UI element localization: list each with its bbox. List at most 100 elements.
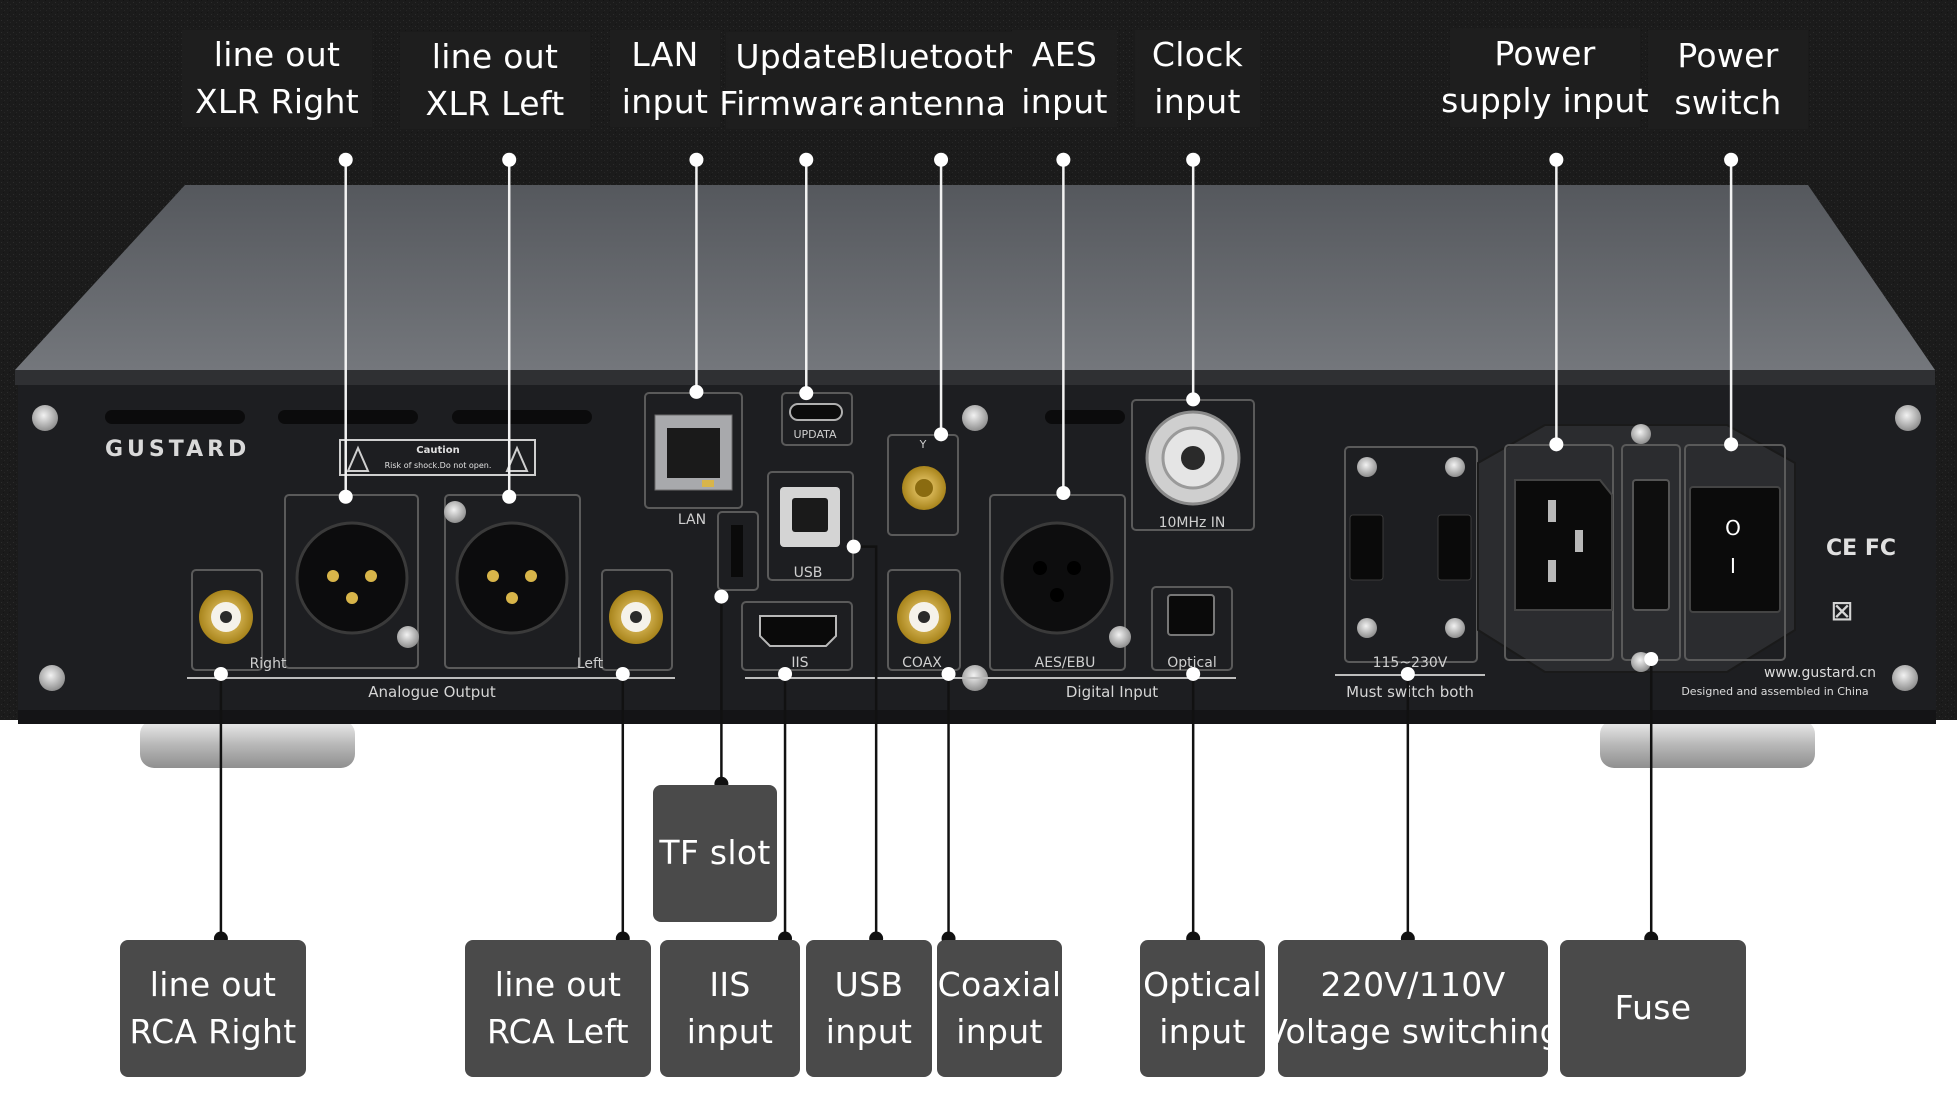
leader-lines (213, 152, 1739, 946)
caution-title: Caution (416, 445, 459, 456)
analogue-section-label: Analogue Output (368, 683, 496, 701)
power-module (1477, 424, 1796, 673)
tf-slot (717, 511, 759, 591)
vent-slots (105, 410, 1125, 424)
callout-rca-left-line1: line out (494, 964, 622, 1004)
foot-left (140, 720, 355, 768)
leader-power-input-start-dot (1549, 152, 1564, 167)
optical-port-label: Optical (1167, 655, 1216, 671)
callout-rca-right-line2: RCA Right (129, 1011, 297, 1051)
callout-xlr-left-line2: XLR Left (425, 83, 565, 123)
leader-tf-start-dot (714, 589, 729, 604)
callout-aes-line2: input (1021, 81, 1108, 121)
switch-on-mark: O (1725, 516, 1741, 540)
leader-lan-start-dot (689, 152, 704, 167)
antenna-port-label: Y (919, 438, 927, 451)
leader-xlr-right-end-dot (338, 489, 353, 504)
callout-lan-line1: LAN (631, 34, 699, 74)
lan-port-label: LAN (678, 512, 706, 528)
lan-port (644, 392, 743, 509)
callout-bluetooth-line1: Bluetooth (855, 36, 1019, 76)
callout-update-line1: Update (735, 36, 857, 76)
brand-logo: GUSTARD (105, 437, 250, 462)
aes-port-label: AES/EBU (1035, 655, 1096, 671)
callout-xlr-left: line out XLR Left (400, 32, 590, 129)
leader-power-switch-end-dot (1724, 437, 1739, 452)
leader-power-input-end-dot (1549, 437, 1564, 452)
switch-off-mark: I (1730, 554, 1736, 578)
iis-port-label: IIS (791, 655, 808, 671)
usb-port-label: USB (794, 565, 823, 581)
aes-port (989, 494, 1131, 671)
leader-rca-left-start-dot (615, 666, 630, 681)
digital-section-label: Digital Input (1066, 683, 1158, 701)
callout-power-switch-line1: Power (1677, 35, 1779, 75)
leader-update-end-dot (799, 386, 814, 401)
leader-bluetooth-end-dot (934, 427, 949, 442)
callout-rca-left-line2: RCA Left (487, 1011, 629, 1051)
callout-clock: Clock input (1135, 30, 1260, 127)
callout-power-switch: Power switch (1648, 30, 1808, 129)
callout-rca-right: line out RCA Right (120, 940, 306, 1077)
callout-power-switch-line2: switch (1674, 82, 1782, 122)
callout-usb: USB input (806, 940, 932, 1077)
callout-update-line2: Firmware (719, 83, 873, 123)
callout-fuse-line1: Fuse (1614, 988, 1692, 1028)
leader-clock-end-dot (1186, 392, 1201, 407)
usb-port (767, 471, 854, 581)
callout-clock-line2: input (1154, 81, 1241, 121)
callout-bluetooth-line2: antenna (867, 83, 1007, 123)
callout-coax-line1: Coaxial (937, 964, 1062, 1004)
callout-usb-line1: USB (834, 964, 904, 1004)
leader-usb (853, 545, 878, 939)
callout-rca-left: line out RCA Left (465, 940, 651, 1077)
rca-right-connector (191, 569, 263, 671)
coax-port-label: COAX (902, 655, 942, 671)
callout-lan: LAN input (610, 30, 720, 127)
leader-xlr-left-start-dot (502, 152, 517, 167)
callout-power-input-line1: Power (1494, 33, 1596, 73)
leader-iis-start-dot (778, 666, 793, 681)
leader-fuse-start-dot (1644, 651, 1659, 666)
callout-aes-line1: AES (1031, 34, 1098, 74)
leader-update-start-dot (799, 152, 814, 167)
left-port-label: Left (577, 656, 604, 672)
chassis-feet (140, 720, 1815, 768)
rear-panel-bottom (18, 710, 1936, 724)
coax-port (887, 569, 961, 671)
callout-voltage: 220V/110V Voltage switching (1265, 940, 1561, 1077)
callout-xlr-right-line2: XLR Right (194, 81, 359, 121)
leader-usb-start-dot (846, 539, 861, 554)
leader-xlr-right-start-dot (338, 152, 353, 167)
voltage-switch-block (1344, 446, 1478, 663)
foot-right (1600, 720, 1815, 768)
callout-aes: AES input (1012, 30, 1117, 127)
callout-coax-line2: input (956, 1011, 1043, 1051)
callout-optical-line2: input (1159, 1011, 1246, 1051)
callout-optical-line1: Optical (1143, 964, 1262, 1004)
callout-iis-line1: IIS (709, 964, 751, 1004)
leader-xlr-left-end-dot (502, 489, 517, 504)
callout-iis: IIS input (660, 940, 800, 1077)
callout-voltage-line1: 220V/110V (1320, 964, 1506, 1004)
caution-text: Risk of shock.Do not open. (385, 461, 492, 470)
leader-rca-right-start-dot (213, 666, 228, 681)
callout-xlr-right: line out XLR Right (182, 30, 372, 127)
made-in-label: Designed and assembled in China (1681, 685, 1868, 698)
panel-screws (32, 405, 1921, 691)
leader-power-switch-start-dot (1724, 152, 1739, 167)
callout-fuse: Fuse (1560, 940, 1746, 1077)
callout-power-input-line2: supply input (1441, 80, 1649, 120)
right-port-label: Right (250, 656, 287, 672)
bluetooth-antenna-port (887, 434, 959, 536)
clock-port-label: 10MHz IN (1159, 515, 1226, 531)
leader-clock-start-dot (1186, 152, 1201, 167)
leader-aes-start-dot (1056, 152, 1071, 167)
callout-xlr-left-line1: line out (431, 36, 559, 76)
update-port (781, 392, 853, 446)
clock-port (1131, 399, 1255, 531)
callout-update: Update Firmware (719, 32, 873, 129)
weee-icon: ⊠ (1830, 594, 1853, 627)
callout-bluetooth: Bluetooth antenna (856, 32, 1018, 129)
